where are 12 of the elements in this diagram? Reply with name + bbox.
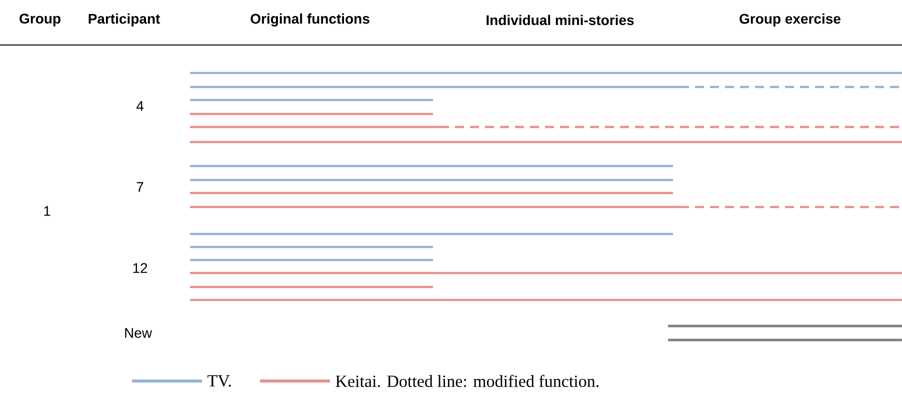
column-header: Individual mini-stories: [486, 14, 634, 26]
row-label: 12: [133, 263, 148, 273]
legend-text: Keitai. Dotted line: modified function.: [336, 374, 598, 388]
row-label: New: [125, 328, 152, 338]
row-label: 4: [136, 101, 144, 111]
row-label: 1: [44, 206, 50, 216]
legend-text: TV.: [208, 375, 231, 387]
column-header: Participant: [88, 13, 160, 27]
column-header: Group exercise: [740, 13, 840, 27]
column-header: Group: [20, 14, 60, 26]
column-header: Original functions: [250, 13, 370, 27]
row-label: 7: [136, 182, 144, 192]
